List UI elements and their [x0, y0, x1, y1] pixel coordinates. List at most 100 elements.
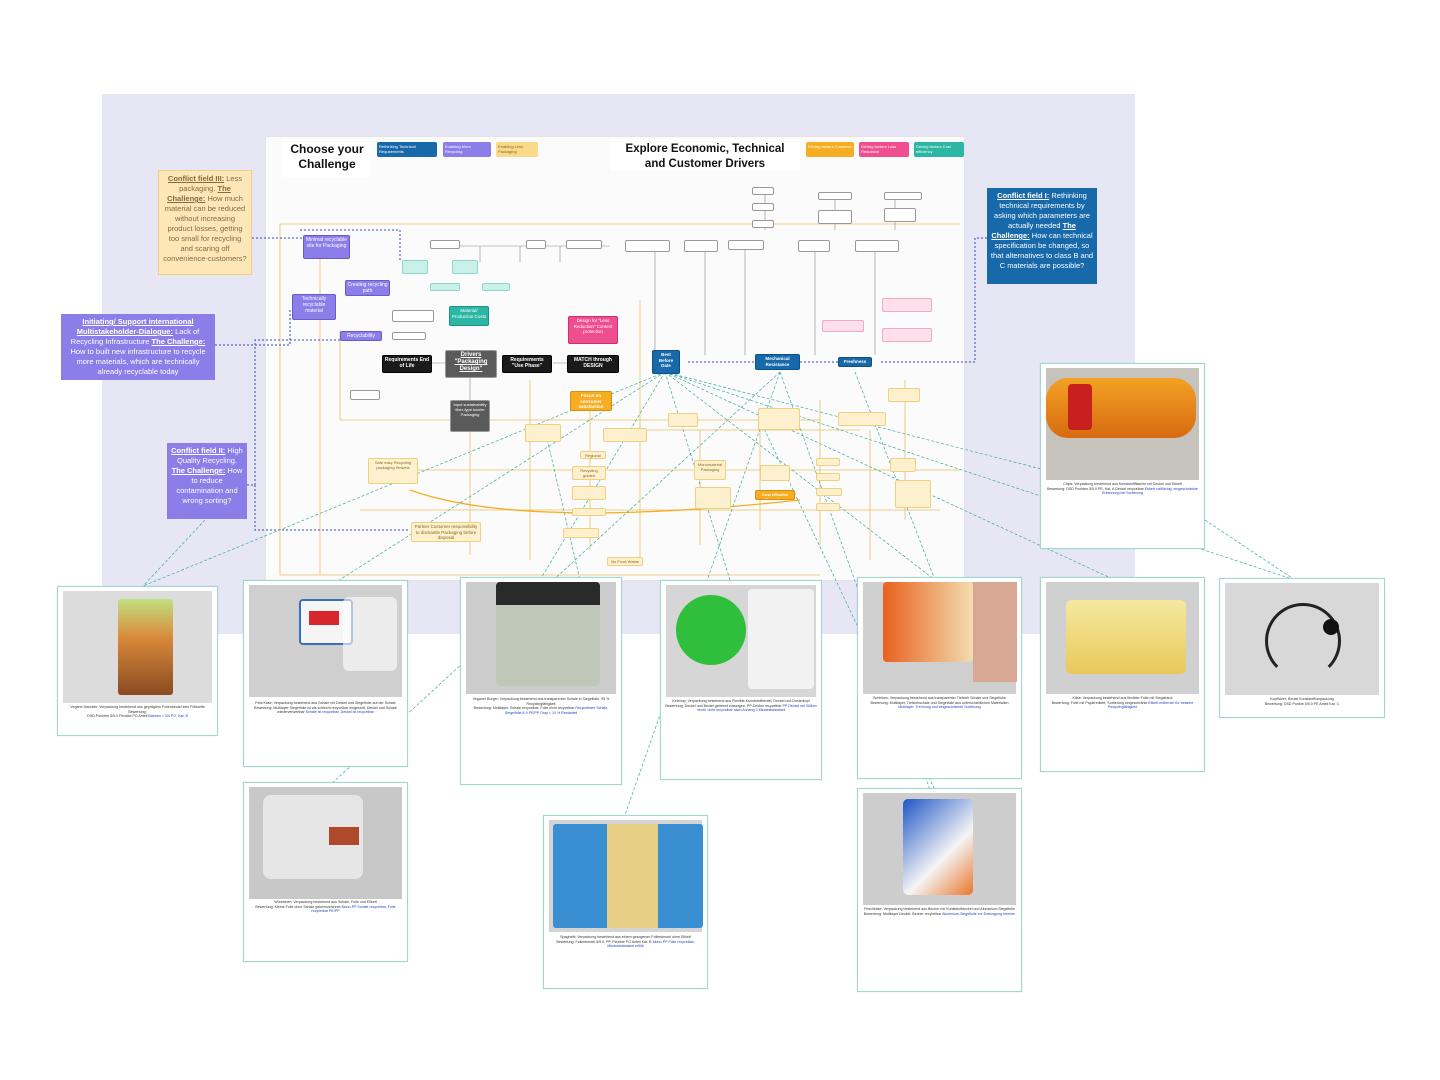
header-choose-challenge: Choose your Challenge: [283, 139, 371, 177]
small-node-yellow: [572, 508, 606, 516]
small-node-pink: [882, 328, 932, 342]
small-node-yellow: [890, 458, 916, 472]
package-photo: [666, 585, 816, 697]
conflict-field-3-note[interactable]: Conflict field III: Less packaging. The …: [158, 170, 252, 275]
package-photo: [863, 793, 1016, 905]
small-node-yellow: [888, 388, 920, 402]
photo-card-sausages[interactable]: Würstchen; Verpackung bestehend aus Scha…: [243, 782, 408, 962]
small-node: [625, 240, 670, 252]
package-photo: [1046, 582, 1199, 694]
node-cost-effective[interactable]: Cost effective Recycling: [755, 490, 795, 500]
node-regional[interactable]: Regional: [580, 451, 606, 459]
small-node: [884, 208, 916, 222]
node-mechanical-resistance[interactable]: Mechanical Resistance: [755, 354, 800, 370]
node-no-food-waste[interactable]: No Food Waste: [607, 557, 643, 566]
photo-card-feta[interactable]: Feta Käse; Verpackung bestehend aus Scha…: [243, 580, 408, 767]
small-node-yellow: [603, 428, 647, 442]
small-node: [350, 390, 380, 400]
small-node-yellow: [816, 473, 840, 481]
node-match-through-design[interactable]: MATCH through DESIGN: [567, 355, 619, 373]
photo-card-chips-bottle[interactable]: Chips; Verpackung bestehend aus Kunststo…: [1040, 363, 1205, 549]
small-node: [818, 210, 852, 224]
small-node-mint: [430, 283, 460, 291]
header-explore-drivers: Explore Economic, Technical and Customer…: [610, 139, 800, 171]
initiating-dialogue-note[interactable]: Initiating/ Support international Multis…: [61, 314, 215, 380]
package-photo: [863, 582, 1017, 694]
small-node-yellow: [758, 408, 800, 430]
small-node: [855, 240, 899, 252]
package-photo: [249, 787, 402, 899]
small-node-pink: [882, 298, 932, 312]
conflict-field-1-note[interactable]: Conflict field I: Rethinking technical r…: [987, 188, 1097, 284]
legend-chip-cost-efficiency[interactable]: Driving factors Cost efficiency: [914, 142, 964, 157]
small-node-mint: [452, 260, 478, 274]
node-best-before-date[interactable]: Best Before Date: [652, 350, 680, 374]
package-photo: [1046, 368, 1199, 480]
legend-chip-loss-reduction[interactable]: Driving factors Loss Reduction: [859, 142, 909, 157]
legend-chip-less-packaging[interactable]: Enabling Less Packaging: [496, 142, 538, 157]
small-node: [392, 310, 434, 322]
node-recycling-guided[interactable]: Recycling guided Packaging content: [572, 466, 606, 480]
node-mono-material[interactable]: Monomaterial Packaging: [694, 460, 726, 480]
small-node: [752, 187, 774, 195]
conflict-field-2-note[interactable]: Conflict field II: High Quality Recyclin…: [167, 443, 247, 519]
small-node: [728, 240, 764, 250]
photo-card-cheese[interactable]: Käse; Verpackung bestehend aus flexibler…: [1040, 577, 1205, 772]
node-safe-easy-recycling[interactable]: Safe easy Recycling packaging Hinweis: [368, 458, 418, 484]
photo-card-burger[interactable]: Veganer Burger; Verpackung bestehend aus…: [460, 577, 622, 785]
driver-links: [279, 223, 960, 576]
package-photo: [249, 585, 402, 697]
node-design-less-reduction[interactable]: Design for "Less Reduction" Content prot…: [568, 316, 618, 344]
photo-card-ketchup[interactable]: Ketchup; Verpackung bestehend aus Flexib…: [660, 580, 822, 780]
photo-card-ham[interactable]: Schinken; Verpackung bestehend aus trans…: [857, 577, 1022, 779]
legend-chip-more-recycling[interactable]: Enabling More Recycling: [443, 142, 491, 157]
small-node-mint: [402, 260, 428, 274]
node-focus-consumer[interactable]: Focus on consumer satisfaction: [570, 391, 612, 411]
node-material-production-costs[interactable]: Material/ Production Costs: [449, 306, 489, 326]
photo-card-spaghetti[interactable]: Spaghetti; Verpackung bestehend aus eine…: [543, 815, 708, 989]
small-node: [818, 192, 852, 200]
node-recyclability[interactable]: Recyclability: [340, 331, 382, 341]
small-node: [798, 240, 830, 252]
legend-chip-rethinking[interactable]: Rethinking Technical Requirements: [377, 142, 437, 157]
small-node: [566, 240, 602, 249]
small-node: [884, 192, 922, 200]
small-node-yellow: [816, 488, 842, 496]
small-node: [684, 240, 718, 252]
small-node: [752, 203, 774, 211]
small-node: [392, 332, 426, 340]
small-node: [526, 240, 546, 249]
small-node-yellow: [668, 413, 698, 427]
small-node-yellow: [838, 412, 886, 426]
photo-card-almonds[interactable]: Vegane Mandeln; Verpackung bestehend aus…: [57, 586, 218, 736]
small-node-mint: [482, 283, 510, 291]
small-node-yellow: [816, 503, 840, 511]
small-node-yellow: [525, 424, 561, 442]
package-photo: [466, 582, 616, 694]
small-node-yellow: [760, 465, 790, 481]
small-node-yellow: [816, 458, 840, 466]
node-freshness[interactable]: Freshness: [838, 357, 872, 367]
node-requirements-end-of-life[interactable]: Requirements End of Life: [382, 355, 432, 373]
small-node-yellow: [563, 528, 599, 538]
small-node: [752, 220, 774, 228]
legend-chip-customer[interactable]: Driving factors Customer: [806, 142, 854, 157]
package-photo: [1225, 583, 1379, 695]
node-drivers-packaging-design[interactable]: Drivers "Packaging Design": [445, 350, 497, 378]
photo-card-cream-cheese[interactable]: Frischkäse; Verpackung bestehend aus Bec…: [857, 788, 1022, 992]
node-input-line[interactable]: Input sustainability fiber-type barrier …: [450, 400, 490, 432]
node-row-top: [430, 240, 620, 252]
node-requirements-use-phase[interactable]: Requirements "Use Phase": [502, 355, 552, 373]
small-node-yellow: [572, 486, 606, 500]
node-partner-customer-responsibility[interactable]: Partner Customer responsibility to disma…: [411, 522, 481, 542]
dotted-challenge-links: [215, 229, 987, 531]
package-photo: [549, 820, 703, 932]
small-node: [430, 240, 460, 249]
small-node-yellow: [695, 487, 731, 509]
node-minimal-recyclable[interactable]: Minimal recyclable site for Packaging: [303, 235, 350, 259]
node-technically-recyclable[interactable]: Technically recyclable material: [292, 294, 336, 320]
node-creating-paths[interactable]: Creating recycling path: [345, 280, 390, 296]
small-node-pink: [822, 320, 864, 332]
package-photo: [63, 591, 212, 703]
